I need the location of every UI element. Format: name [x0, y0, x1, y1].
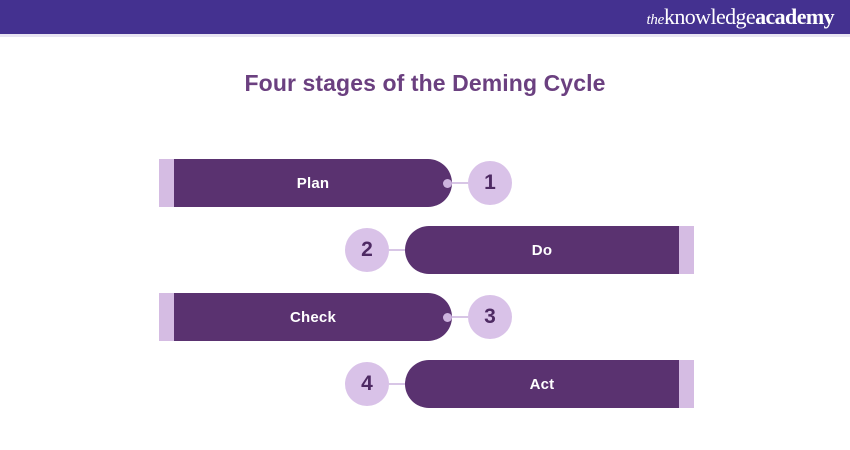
connector-dot-icon	[443, 178, 452, 188]
page-title: Four stages of the Deming Cycle	[244, 70, 606, 96]
stage-bar-act[interactable]: Act	[405, 360, 679, 408]
stage-bar-plan[interactable]: Plan	[174, 159, 452, 207]
stage-label: Check	[289, 308, 337, 326]
connector-line	[389, 383, 405, 385]
stage-number: 4	[361, 372, 373, 395]
stage-connector	[443, 178, 468, 188]
stage-bar-check[interactable]: Check	[174, 293, 452, 341]
logo-text-knowledge: knowledge	[663, 4, 756, 29]
stage-end-cap	[159, 159, 174, 207]
header-underline	[0, 34, 850, 37]
stage-end-cap	[679, 360, 694, 408]
stage-number: 3	[484, 305, 496, 328]
stage-label: Plan	[296, 174, 330, 192]
logo-text-the: the	[646, 12, 665, 28]
connector-line	[389, 249, 405, 251]
connector-dot-icon	[443, 312, 452, 322]
stage-number-badge-1[interactable]: 1	[468, 161, 512, 205]
stage-row[interactable]: Plan 1	[159, 155, 512, 211]
stage-row[interactable]: 4 Act	[345, 356, 694, 412]
stage-number-badge-4[interactable]: 4	[345, 362, 389, 406]
connector-line	[452, 316, 468, 318]
stage-number-badge-2[interactable]: 2	[345, 228, 389, 272]
stage-number-badge-3[interactable]: 3	[468, 295, 512, 339]
stage-bar-do[interactable]: Do	[405, 226, 679, 274]
stage-number: 1	[484, 171, 496, 194]
connector-line	[452, 182, 468, 184]
logo-text-academy: academy	[755, 4, 835, 29]
stage-number: 2	[361, 238, 373, 261]
stage-end-cap	[159, 293, 174, 341]
stage-connector	[443, 312, 468, 322]
stage-row[interactable]: 2 Do	[345, 222, 694, 278]
stage-end-cap	[679, 226, 694, 274]
stage-row[interactable]: Check 3	[159, 289, 512, 345]
deming-cycle-diagram: Plan 1 2 Do Check	[0, 150, 850, 430]
stage-label: Do	[531, 241, 553, 259]
stage-label: Act	[529, 375, 555, 393]
